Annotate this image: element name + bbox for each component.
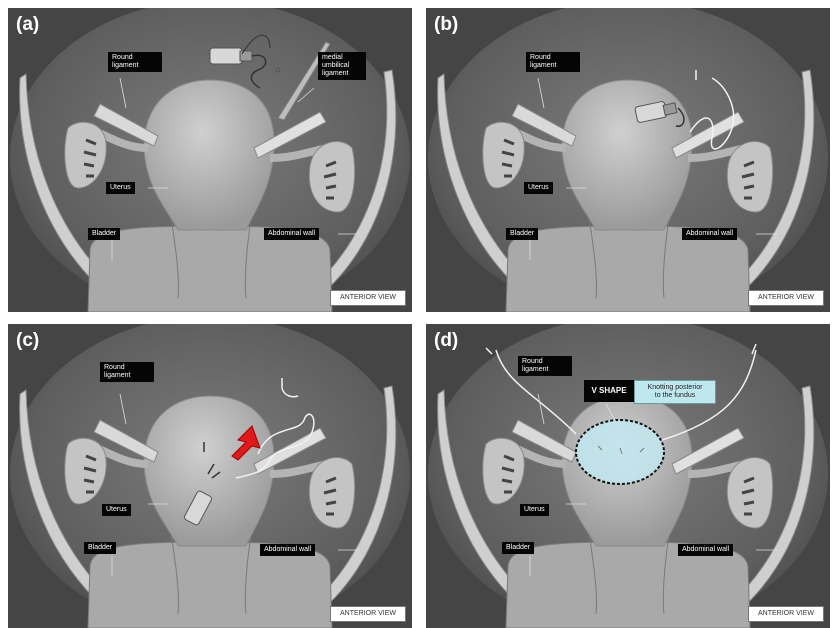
panel-c-illustration bbox=[8, 324, 412, 628]
round-ligament-label: Round ligament bbox=[108, 52, 162, 72]
medial-umbilical-ligament-label: medial umbilical ligament bbox=[318, 52, 366, 80]
panel-letter: (c) bbox=[16, 330, 39, 352]
anterior-view-box: ANTERIOR VIEW bbox=[748, 290, 824, 306]
round-ligament-text: Round ligament bbox=[104, 364, 130, 379]
round-ligament-text: Round ligament bbox=[522, 358, 548, 373]
panel-d-illustration bbox=[426, 324, 830, 628]
abdominal-wall-label: Abdominal wall bbox=[682, 228, 737, 240]
panel-a: (a) Round ligament medial umbilical liga… bbox=[8, 8, 412, 312]
panel-b: (b) Round ligament Uterus Bladder Abdomi… bbox=[426, 8, 830, 312]
v-shape-text: V SHAPE bbox=[591, 386, 626, 395]
anterior-view-box: ANTERIOR VIEW bbox=[330, 606, 406, 622]
uterus-label: Uterus bbox=[524, 182, 553, 194]
uterus-text: Uterus bbox=[106, 506, 127, 513]
fundus-knot-zone bbox=[576, 420, 664, 484]
bladder-label: Bladder bbox=[502, 542, 534, 554]
abdominal-wall-text: Abdominal wall bbox=[264, 546, 311, 553]
bladder-label: Bladder bbox=[84, 542, 116, 554]
round-ligament-text: Round ligament bbox=[530, 54, 556, 69]
round-ligament-label: Round ligament bbox=[526, 52, 580, 72]
uterus-text: Uterus bbox=[110, 184, 131, 191]
bladder-text: Bladder bbox=[88, 544, 112, 551]
abdominal-wall-label: Abdominal wall bbox=[678, 544, 733, 556]
panel-letter: (d) bbox=[434, 330, 458, 352]
uterus-text: Uterus bbox=[528, 184, 549, 191]
uterus-label: Uterus bbox=[106, 182, 135, 194]
knotting-note-text: Knotting posterior to the fundus bbox=[648, 384, 703, 399]
uterus-text: Uterus bbox=[524, 506, 545, 513]
panel-d: (d) Round ligament V SHAPE Knotting post… bbox=[426, 324, 830, 628]
round-ligament-label: Round ligament bbox=[100, 362, 154, 382]
bladder-label: Bladder bbox=[506, 228, 538, 240]
panel-c: (c) Round ligament Uterus Bladder Abdomi… bbox=[8, 324, 412, 628]
round-ligament-text: Round ligament bbox=[112, 54, 138, 69]
bladder-label: Bladder bbox=[88, 228, 120, 240]
knotting-note: Knotting posterior to the fundus bbox=[634, 380, 716, 404]
bladder-text: Bladder bbox=[92, 230, 116, 237]
uterus-label: Uterus bbox=[102, 504, 131, 516]
panel-b-illustration bbox=[426, 8, 830, 312]
panel-letter: (a) bbox=[16, 14, 39, 36]
abdominal-wall-label: Abdominal wall bbox=[264, 228, 319, 240]
bladder-text: Bladder bbox=[510, 230, 534, 237]
v-shape-label: V SHAPE bbox=[584, 380, 634, 402]
abdominal-wall-text: Abdominal wall bbox=[682, 546, 729, 553]
bladder-text: Bladder bbox=[506, 544, 530, 551]
abdominal-wall-label: Abdominal wall bbox=[260, 544, 315, 556]
anterior-view-box: ANTERIOR VIEW bbox=[330, 290, 406, 306]
round-ligament-label: Round ligament bbox=[518, 356, 572, 376]
panel-letter: (b) bbox=[434, 14, 458, 36]
medial-umbilical-ligament-text: medial umbilical ligament bbox=[322, 54, 349, 77]
uterus-label: Uterus bbox=[520, 504, 549, 516]
abdominal-wall-text: Abdominal wall bbox=[268, 230, 315, 237]
abdominal-wall-text: Abdominal wall bbox=[686, 230, 733, 237]
anterior-view-box: ANTERIOR VIEW bbox=[748, 606, 824, 622]
